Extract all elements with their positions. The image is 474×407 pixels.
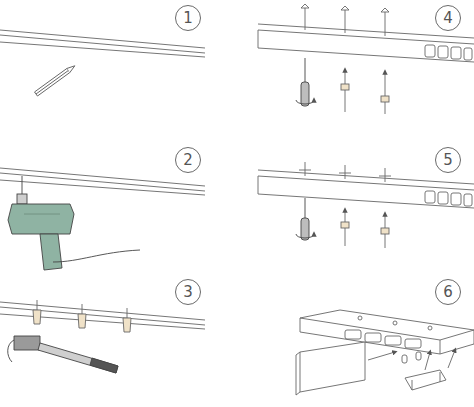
hammer	[8, 336, 118, 373]
ceiling-slab	[0, 302, 205, 329]
step-number: 4	[443, 11, 453, 26]
screwdriver	[296, 58, 314, 106]
ceiling-slab	[0, 168, 205, 195]
install-arrows	[341, 70, 389, 114]
cladding-board	[258, 170, 474, 208]
step-number-circle: 3	[175, 279, 201, 305]
step-number-circle: 5	[435, 147, 461, 173]
profile-board	[300, 310, 474, 354]
dowels	[33, 300, 131, 332]
step-number-circle: 4	[435, 5, 461, 31]
cover-strip	[296, 342, 395, 395]
step-number-circle: 1	[175, 5, 201, 31]
step-number: 2	[183, 153, 193, 168]
screws	[301, 4, 389, 36]
pencil	[35, 64, 77, 96]
screws	[299, 162, 391, 182]
clips	[402, 350, 455, 390]
step-number: 6	[443, 285, 453, 300]
install-arrows	[341, 210, 389, 248]
step-number: 5	[443, 153, 453, 168]
step-number: 3	[183, 285, 193, 300]
drill	[8, 176, 140, 270]
step-number-circle: 2	[175, 147, 201, 173]
ceiling-slab	[0, 30, 205, 57]
screwdriver	[296, 198, 314, 240]
step-number-circle: 6	[435, 279, 461, 305]
step-number: 1	[183, 11, 193, 26]
